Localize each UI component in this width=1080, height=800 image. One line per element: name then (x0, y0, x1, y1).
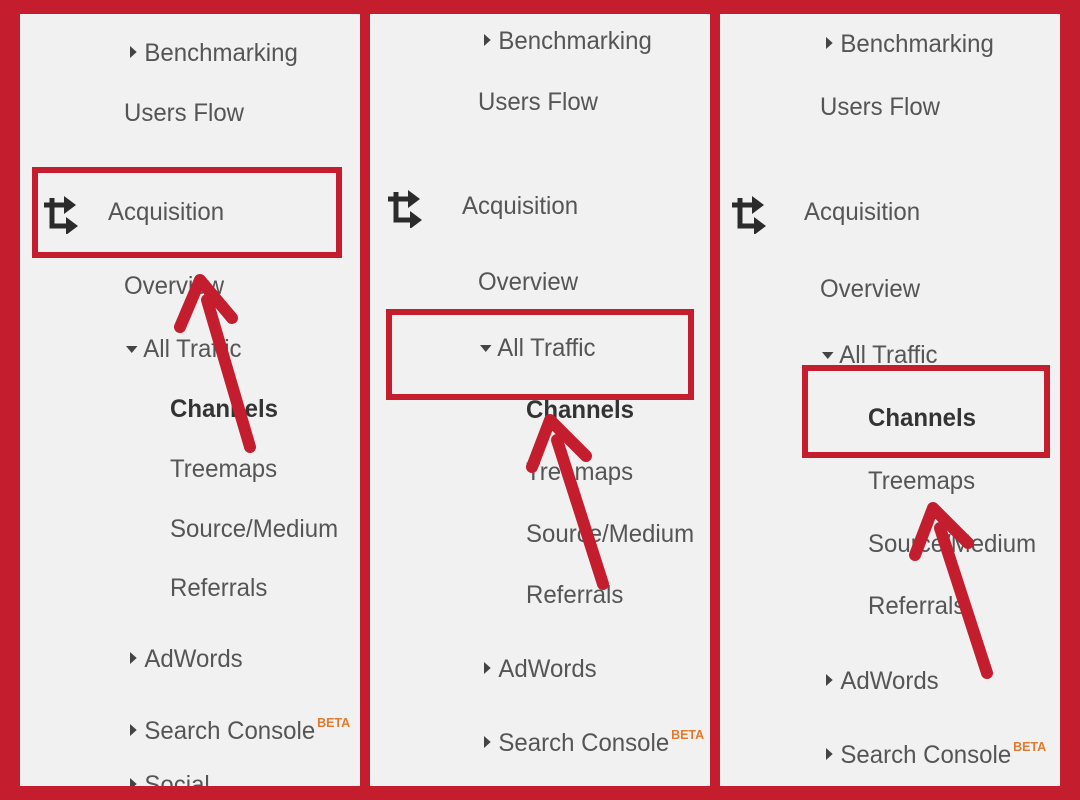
nav-panel-step-1: Benchmarking Users Flow Acquisition Over… (20, 14, 360, 786)
beta-badge: BETA (317, 715, 351, 730)
nav-item-benchmarking[interactable]: Benchmarking (826, 29, 994, 59)
nav-item-adwords[interactable]: AdWords (130, 644, 243, 674)
red-arrow-icon (174, 274, 256, 453)
acquisition-arrows-icon (44, 196, 78, 234)
triangle-right-icon (826, 674, 833, 686)
acquisition-arrows-icon (732, 196, 766, 234)
triangle-right-icon (826, 37, 833, 49)
triangle-down-icon (480, 345, 492, 352)
triangle-right-icon (130, 652, 137, 664)
nav-item-users-flow[interactable]: Users Flow (124, 99, 245, 127)
nav-item-users-flow[interactable]: Users Flow (478, 88, 599, 116)
nav-item-benchmarking[interactable]: Benchmarking (484, 26, 652, 56)
nav-item-adwords[interactable]: AdWords (484, 654, 597, 684)
nav-item-overview[interactable]: Overview (478, 268, 579, 296)
nav-item-all-traffic[interactable]: All Traffic (822, 340, 938, 370)
highlight-box-all-traffic (386, 309, 694, 400)
red-arrow-icon (526, 414, 609, 590)
nav-item-acquisition[interactable]: Acquisition (804, 198, 921, 226)
triangle-down-icon (126, 346, 138, 353)
nav-item-acquisition[interactable]: Acquisition (462, 192, 579, 220)
triangle-right-icon (130, 724, 137, 736)
highlight-box-acquisition (32, 167, 342, 258)
triangle-right-icon (484, 662, 491, 674)
acquisition-arrows-icon (388, 190, 422, 228)
nav-item-treemaps[interactable]: Treemaps (526, 458, 634, 486)
nav-item-social[interactable]: Social (130, 770, 210, 786)
nav-item-overview[interactable]: Overview (820, 275, 921, 303)
nav-item-source-medium[interactable]: Source/Medium (170, 515, 339, 543)
triangle-down-icon (822, 352, 834, 359)
nav-panel-step-2: Benchmarking Users Flow Acquisition Over… (370, 14, 710, 786)
triangle-right-icon (826, 748, 833, 760)
triangle-right-icon (484, 736, 491, 748)
highlight-box-channels (802, 365, 1050, 458)
nav-item-treemaps[interactable]: Treemaps (868, 467, 976, 495)
nav-item-channels[interactable]: Channels (868, 404, 977, 432)
nav-item-referrals[interactable]: Referrals (170, 574, 268, 602)
beta-badge: BETA (671, 727, 705, 742)
triangle-right-icon (484, 34, 491, 46)
red-arrow-icon (909, 502, 993, 679)
nav-item-referrals[interactable]: Referrals (868, 592, 966, 620)
nav-item-adwords[interactable]: AdWords (826, 666, 939, 696)
nav-item-benchmarking[interactable]: Benchmarking (130, 38, 298, 68)
nav-item-all-traffic[interactable]: All Traffic (480, 333, 596, 363)
triangle-right-icon (130, 46, 137, 58)
nav-item-users-flow[interactable]: Users Flow (820, 93, 941, 121)
triangle-right-icon (130, 778, 137, 786)
nav-item-channels[interactable]: Channels (170, 395, 279, 423)
beta-badge: BETA (1013, 739, 1047, 754)
nav-item-treemaps[interactable]: Treemaps (170, 455, 278, 483)
nav-item-acquisition[interactable]: Acquisition (108, 198, 225, 226)
nav-item-source-medium[interactable]: Source/Medium (526, 520, 695, 548)
nav-panel-step-3: Benchmarking Users Flow Acquisition Over… (720, 14, 1060, 786)
